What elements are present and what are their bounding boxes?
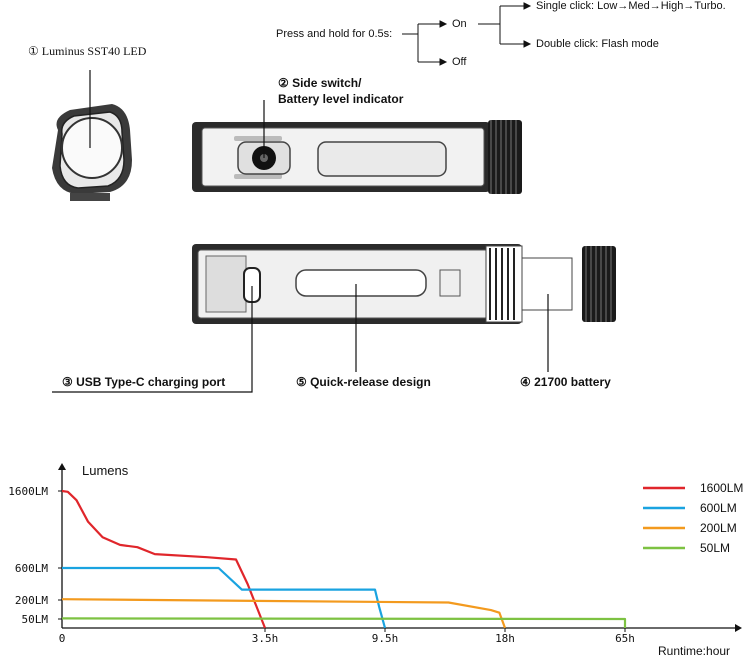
x-axis-arrow <box>735 624 742 632</box>
flow-press-hold: Press and hold for 0.5s: <box>276 28 393 40</box>
y-tick-label: 600LM <box>15 562 48 575</box>
product-diagram <box>52 2 616 393</box>
x-tick-label: 65h <box>615 632 635 645</box>
chart-series <box>61 489 627 629</box>
legend-label-50lm: 50LM <box>700 541 730 555</box>
chart-legend: 1600LM 600LM 200LM 50LM <box>643 481 743 555</box>
callout-usb: ③ USB Type-C charging port <box>62 375 226 389</box>
callout-switch-line2: Battery level indicator <box>278 92 404 106</box>
callout-led: ① Luminus SST40 LED <box>28 44 147 58</box>
x-tick-label: 9.5h <box>372 632 399 645</box>
chart-xlabel: Runtime:hour <box>658 644 731 658</box>
y-axis-arrow <box>58 463 66 470</box>
callout-switch-line1: ② Side switch/ <box>278 76 362 90</box>
x-tick-label: 3.5h <box>252 632 279 645</box>
callout-battery: ④ 21700 battery <box>520 375 611 389</box>
chart-ylabel: Lumens <box>82 463 129 478</box>
y-tick-label: 1600LM <box>8 485 48 498</box>
series-line-50lm <box>61 617 627 628</box>
series-line-1600lm <box>61 489 267 629</box>
legend-label-600lm: 600LM <box>700 501 737 515</box>
callout-quick-release: ⑤ Quick-release design <box>296 375 431 389</box>
flow-single-click: Single click: Low→Med→High→Turbo. <box>536 0 726 12</box>
y-tick-label: 200LM <box>15 594 48 607</box>
front-view-head <box>52 70 132 201</box>
legend-label-1600lm: 1600LM <box>700 481 743 495</box>
exploded-view <box>52 244 616 393</box>
x-tick-label: 18h <box>495 632 515 645</box>
series-line-200lm <box>61 598 507 629</box>
y-tick-label: 50LM <box>22 613 49 626</box>
flow-off: Off <box>452 56 467 68</box>
flow-on: On <box>452 18 467 30</box>
x-tick-label: 0 <box>59 632 66 645</box>
legend-label-200lm: 200LM <box>700 521 737 535</box>
flow-double-click: Double click: Flash mode <box>536 38 659 50</box>
side-view-light <box>192 100 522 194</box>
switch-flow-arrows <box>402 2 532 66</box>
series-line-600lm <box>62 566 387 629</box>
chart-axes: 1600LM 600LM 200LM 50LM 0 3.5h 9.5h 18h 65h <box>8 463 742 645</box>
